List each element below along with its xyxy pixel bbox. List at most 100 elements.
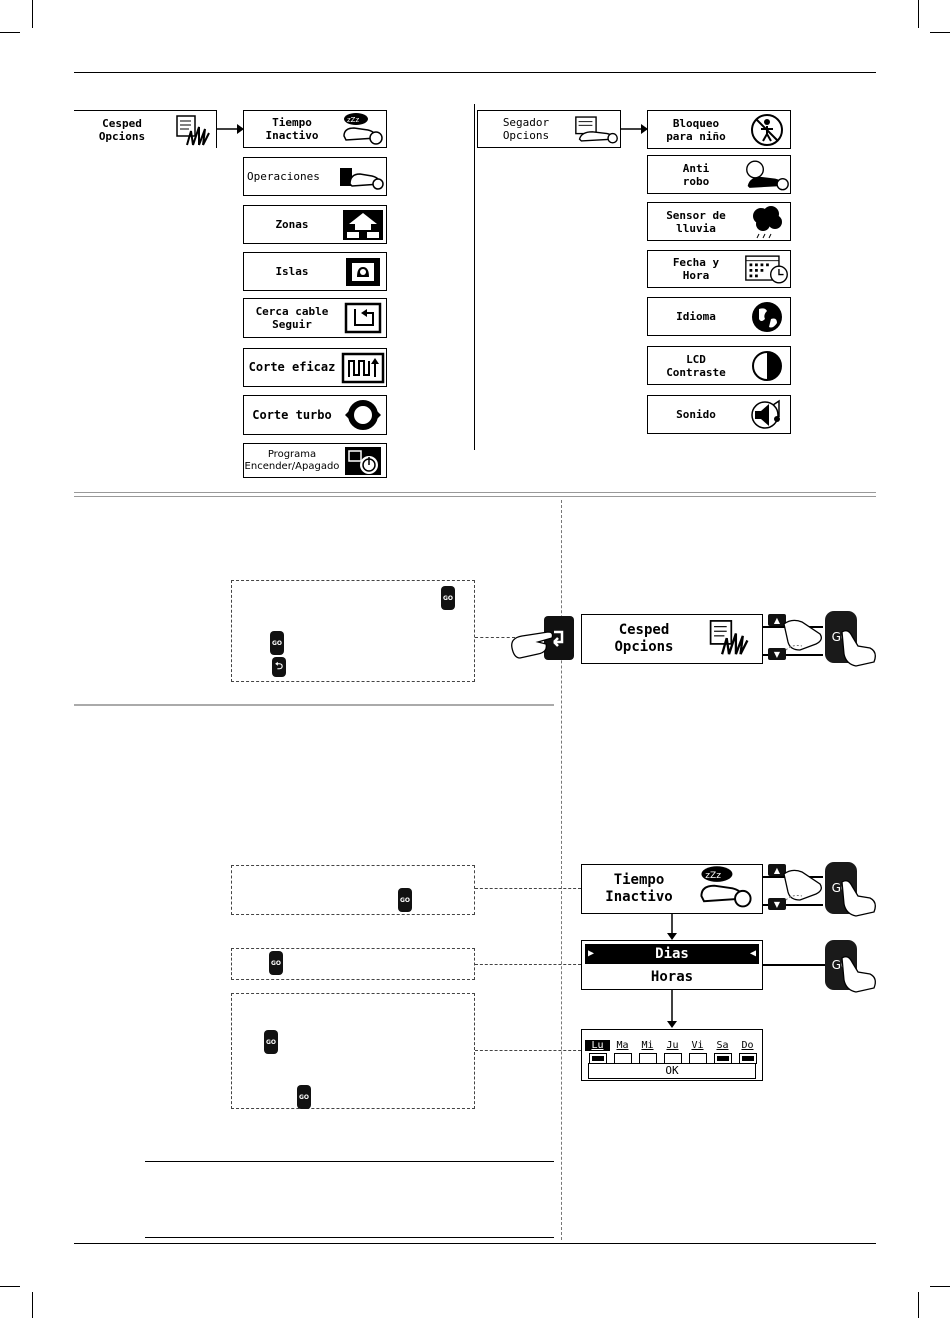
crop-mark [32,0,33,28]
hand-press-go-icon [841,880,876,917]
menu-root-label: Cesped Opcions [98,116,146,143]
svg-text:zZz: zZz [705,871,721,881]
note-rule [145,1237,554,1238]
menu-root-cesped: Cesped Opcions [74,110,217,148]
day-cell: Vi [685,1040,710,1064]
hand-press-arrows-icon [783,619,822,651]
day-cell: Ju [660,1040,685,1064]
section-rule [74,704,554,706]
connector-line [763,654,823,656]
lcd-screen-tiempo: Tiempo Inactivo zZz [581,864,763,914]
day-label: Lu [585,1040,610,1051]
crop-mark [918,1292,919,1318]
flow-arrow-down [667,914,677,940]
arrow-left-icon: ◀ [749,948,756,959]
days-row: Lu Ma Mi Ju Vi Sa Do [585,1033,760,1064]
menu-item-operaciones: Operaciones [243,157,387,196]
operations-mower-icon [340,158,386,195]
turbo-cut-icon [340,396,386,434]
day-cell: Lu [585,1040,610,1064]
hand-press-back-icon [511,616,574,660]
option-other: Horas [650,969,694,985]
go-button-icon: GO [269,951,283,975]
svg-text:zZz: zZz [347,116,359,124]
hand-press-arrows-icon [783,869,822,901]
connector-line [763,964,825,966]
up-arrow-icon: ▲ [768,864,786,876]
section-rule [74,492,876,493]
menu-root-segador: Segador Opcions [477,110,621,148]
go-button-icon: GO [270,631,284,655]
lawn-options-icon [170,111,216,148]
lcd-screen-days: Lu Ma Mi Ju Vi Sa Do OK [581,1029,763,1081]
menu-item-sensor-lluvia: Sensor de lluvia [647,202,791,241]
contrast-icon [744,347,790,384]
arrow-keys: ▲ ▼ [768,614,786,682]
crop-mark [918,0,919,28]
wire-follow-icon [340,299,386,337]
instruction-box [231,993,475,1109]
crop-mark [0,32,20,33]
child-lock-icon [744,111,790,148]
arrow-right-icon: ▶ [588,948,595,959]
go-button-icon: GO [441,586,455,610]
day-label: Sa [716,1040,729,1051]
note-rule [145,1161,554,1162]
day-label: Vi [691,1040,704,1051]
day-label: Ma [616,1040,629,1051]
go-button-icon: GO [398,888,412,912]
menu-item-zonas: Zonas [243,205,387,244]
anti-theft-icon [744,156,790,193]
crop-mark [32,1292,33,1318]
menu-item-idioma: Idioma [647,297,791,336]
up-arrow-icon: ▲ [768,614,786,626]
instruction-box [231,580,475,682]
menu-item-fecha-hora: Fecha y Hora [647,250,791,288]
rain-sensor-icon [744,203,790,240]
crop-mark [930,32,950,33]
back-button-icon: ⮌ [272,657,286,677]
down-arrow-icon: ▼ [768,648,786,660]
go-button-icon: GO [297,1085,311,1109]
menu-item-islas: Islas [243,252,387,291]
go-button-icon: GO [264,1030,278,1054]
menu-item-cerca-cable: Cerca cable Seguir [243,298,387,338]
day-cell: Ma [610,1040,635,1064]
islands-icon [340,253,386,290]
menu-item-lcd-contraste: LCD Contraste [647,346,791,385]
lcd-screen-cesped: Cesped Opcions [581,614,763,664]
menu-item-tiempo-inactivo: Tiempo Inactivo zZz [243,110,387,148]
instruction-box [231,948,475,980]
lawn-options-icon [706,615,762,663]
sleeping-mower-icon: zZz [696,865,762,913]
menu-item-bloqueo: Bloqueo para niño [647,110,791,149]
section-rule [74,496,876,497]
day-label: Do [741,1040,754,1051]
hand-press-go-icon [841,956,876,993]
mower-options-icon [574,111,620,147]
sleeping-mower-icon: zZz [340,111,386,147]
globe-icon [744,298,790,335]
crop-mark [930,1286,950,1287]
ok-field: OK [588,1063,756,1079]
day-label: Ju [666,1040,679,1051]
day-cell: Mi [635,1040,660,1064]
menu-arrow [217,124,244,134]
menu-item-sonido: Sonido [647,395,791,434]
menu-item-corte-turbo: Corte turbo [243,395,387,435]
power-program-icon [340,444,386,477]
menu-item-corte-eficaz: Corte eficaz [243,348,387,387]
instruction-box [231,865,475,915]
top-rule [74,72,876,73]
arrow-keys: ▲ ▼ [768,864,786,932]
lcd-screen-options: ▶ Dias ◀ Horas [581,940,763,990]
flow-arrow-down [667,990,677,1028]
bottom-rule [74,1243,876,1244]
speaker-icon [744,396,790,433]
connector-line [763,904,823,906]
day-cell: Do [735,1040,760,1064]
column-divider [561,500,562,1240]
connector-line [475,888,581,889]
option-selected: ▶ Dias ◀ [585,944,759,964]
zones-house-icon [340,206,386,243]
